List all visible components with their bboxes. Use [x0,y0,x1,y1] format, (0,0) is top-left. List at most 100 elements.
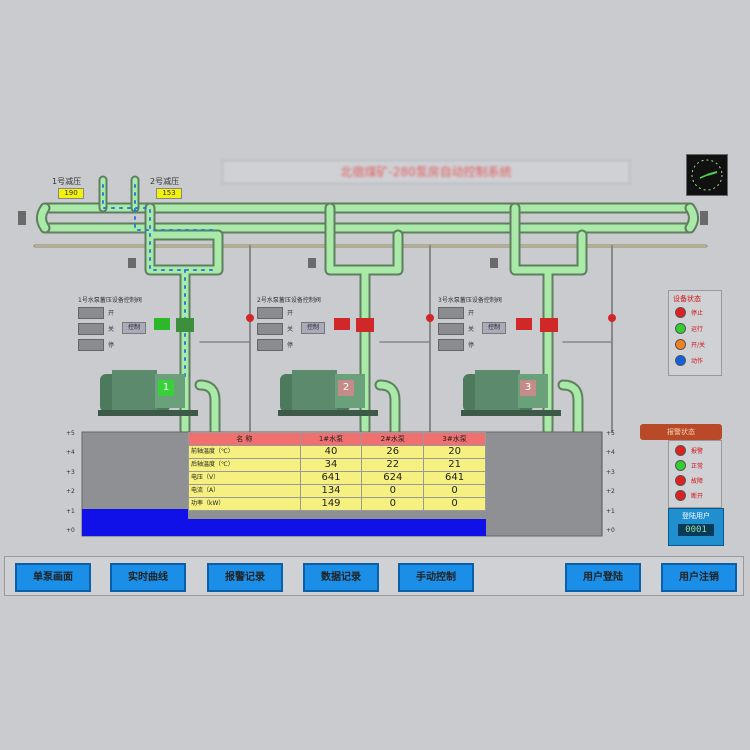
pump3-open-label: 开 [468,310,475,317]
right-scale: +5 +4 +3 +2 +1 +0 [606,430,620,540]
cell: 22 [361,458,425,472]
pump2-stop-indicator [257,339,283,351]
table-row: 功率（kW） 149 0 0 [188,497,486,511]
right-tick: +4 [606,449,615,456]
alarm-header: 报警状态 [640,424,722,440]
header-cell: 1#水泵 [299,432,363,446]
status-action-icon [675,355,686,366]
left-tick: +0 [66,527,75,534]
right-tick: +3 [606,469,615,476]
cell: 0 [423,497,486,511]
status-switch-icon [675,339,686,350]
cell: 34 [299,458,363,472]
cell: 134 [299,484,363,498]
legend-label: 运行 [691,326,704,333]
device-status-legend: 设备状态 停止 运行 开/关 动作 [668,290,722,376]
pump3-close-label: 关 [468,326,475,333]
cell: 26 [361,445,425,459]
header-cell: 名 称 [188,432,301,446]
cell: 641 [299,471,363,485]
pump1-badge[interactable]: 1 [158,380,174,396]
legend-label: 正常 [691,463,704,470]
tank2-value: 153 [156,188,182,199]
data-log-button[interactable]: 数据记录 [303,563,379,592]
pump3-control-title: 3号水泵蓄压设备控制阀 [438,297,502,304]
pump2-control-title: 2号水泵蓄压设备控制阀 [257,297,321,304]
pump3-control-button[interactable]: 控制 [482,322,506,334]
cell: 0 [361,497,425,511]
pump1-close-label: 关 [108,326,115,333]
fault-icon [675,475,686,486]
right-tick: +5 [606,430,615,437]
pump2-close-indicator [257,323,283,335]
user-id: 0001 [678,524,714,536]
tank1-label: 1号减压 [52,177,82,186]
row-label: 功率（kW） [188,497,301,511]
user-logout-button[interactable]: 用户注销 [661,563,737,592]
table-row: 前轴温度（℃） 40 26 20 [188,445,486,459]
row-label: 前轴温度（℃） [188,445,301,459]
cell: 149 [299,497,363,511]
row-label: 电压（V） [188,471,301,485]
page-title: 北宿煤矿-280泵房自动控制系统 [222,160,630,184]
manual-control-button[interactable]: 手动控制 [398,563,474,592]
right-tick: +2 [606,488,615,495]
pump1-stop-indicator [78,339,104,351]
row-label: 后轴温度（℃） [188,458,301,472]
normal-icon [675,460,686,471]
pump1-stop-label: 停 [108,342,115,349]
table-header: 名 称 1#水泵 2#水泵 3#水泵 [188,432,486,446]
status-stop-icon [675,307,686,318]
pump2-stop-label: 停 [287,342,294,349]
legend-label: 停止 [691,310,704,317]
left-tick: +4 [66,449,75,456]
pump1-control-title: 1号水泵蓄压设备控制阀 [78,297,142,304]
header-cell: 2#水泵 [361,432,425,446]
pump3-close-indicator [438,323,464,335]
cell: 0 [361,484,425,498]
tank2-label: 2号减压 [150,177,180,186]
left-tick: +5 [66,430,75,437]
left-scale: +5 +4 +3 +2 +1 +0 [66,430,80,540]
left-tick: +3 [66,469,75,476]
user-box: 登陆用户 0001 [668,508,724,546]
table-row: 电流（A） 134 0 0 [188,484,486,498]
cell: 40 [299,445,363,459]
pump1-open-label: 开 [108,310,115,317]
right-tick: +0 [606,527,615,534]
pump1-control-button[interactable]: 控制 [122,322,146,334]
legend-label: 动作 [691,358,704,365]
legend-label: 报警 [691,448,704,455]
pump3-open-indicator [438,307,464,319]
right-tick: +1 [606,508,615,515]
pump1-open-indicator [78,307,104,319]
tank1-value: 190 [58,188,84,199]
cell: 624 [361,471,425,485]
table-row: 后轴温度（℃） 34 22 21 [188,458,486,472]
left-tick: +1 [66,508,75,515]
pump2-open-label: 开 [287,310,294,317]
alarm-log-button[interactable]: 报警记录 [207,563,283,592]
alarm-status-legend: 报警 正常 故障 断开 [668,440,722,508]
pump2-open-indicator [257,307,283,319]
row-label: 电流（A） [188,484,301,498]
user-title: 登陆用户 [682,512,710,520]
left-tick: +2 [66,488,75,495]
pump2-control: 2号水泵蓄压设备控制阀 开 关 控制 停 [257,295,367,355]
pump1-control: 1号水泵蓄压设备控制阀 开 关 控制 停 [78,295,188,355]
table-row: 电压（V） 641 624 641 [188,471,486,485]
legend-label: 断开 [691,493,704,500]
single-pump-button[interactable]: 单泵画面 [15,563,91,592]
pump3-stop-label: 停 [468,342,475,349]
legend-label: 开/关 [691,342,706,349]
disconnect-icon [675,490,686,501]
pump2-close-label: 关 [287,326,294,333]
user-login-button[interactable]: 用户登陆 [565,563,641,592]
pump-data-table: 名 称 1#水泵 2#水泵 3#水泵 前轴温度（℃） 40 26 20 后轴温度… [188,432,486,511]
pump2-badge[interactable]: 2 [338,380,354,396]
realtime-curve-button[interactable]: 实时曲线 [110,563,186,592]
pump3-badge[interactable]: 3 [520,380,536,396]
pump2-control-button[interactable]: 控制 [301,322,325,334]
cell: 20 [423,445,486,459]
